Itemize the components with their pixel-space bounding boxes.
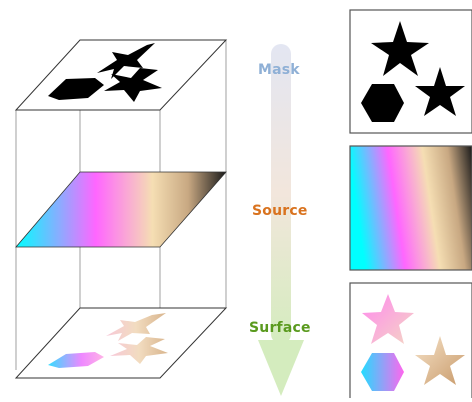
mask-label: Mask (258, 62, 300, 78)
hexagon-icon (48, 352, 104, 368)
source-layer (15, 171, 227, 248)
hexagon-icon (361, 353, 404, 391)
star-icon (415, 336, 465, 385)
down-arrow-icon (258, 44, 304, 396)
star-icon (110, 337, 168, 364)
source-panel (349, 145, 472, 271)
mask-panel (349, 9, 472, 134)
surface-layer (14, 307, 228, 379)
star-icon (415, 67, 465, 116)
hexagon-icon (361, 84, 404, 122)
surface-label: Surface (249, 320, 311, 336)
surface-panel (349, 282, 472, 401)
star-icon (97, 43, 155, 79)
mask-layer (14, 39, 228, 111)
star-icon (106, 313, 166, 341)
star-icon (104, 68, 162, 102)
hexagon-icon (48, 78, 104, 100)
source-label: Source (252, 203, 308, 219)
layer-stack (14, 39, 228, 379)
star-icon (371, 21, 429, 76)
star-icon (362, 294, 414, 344)
